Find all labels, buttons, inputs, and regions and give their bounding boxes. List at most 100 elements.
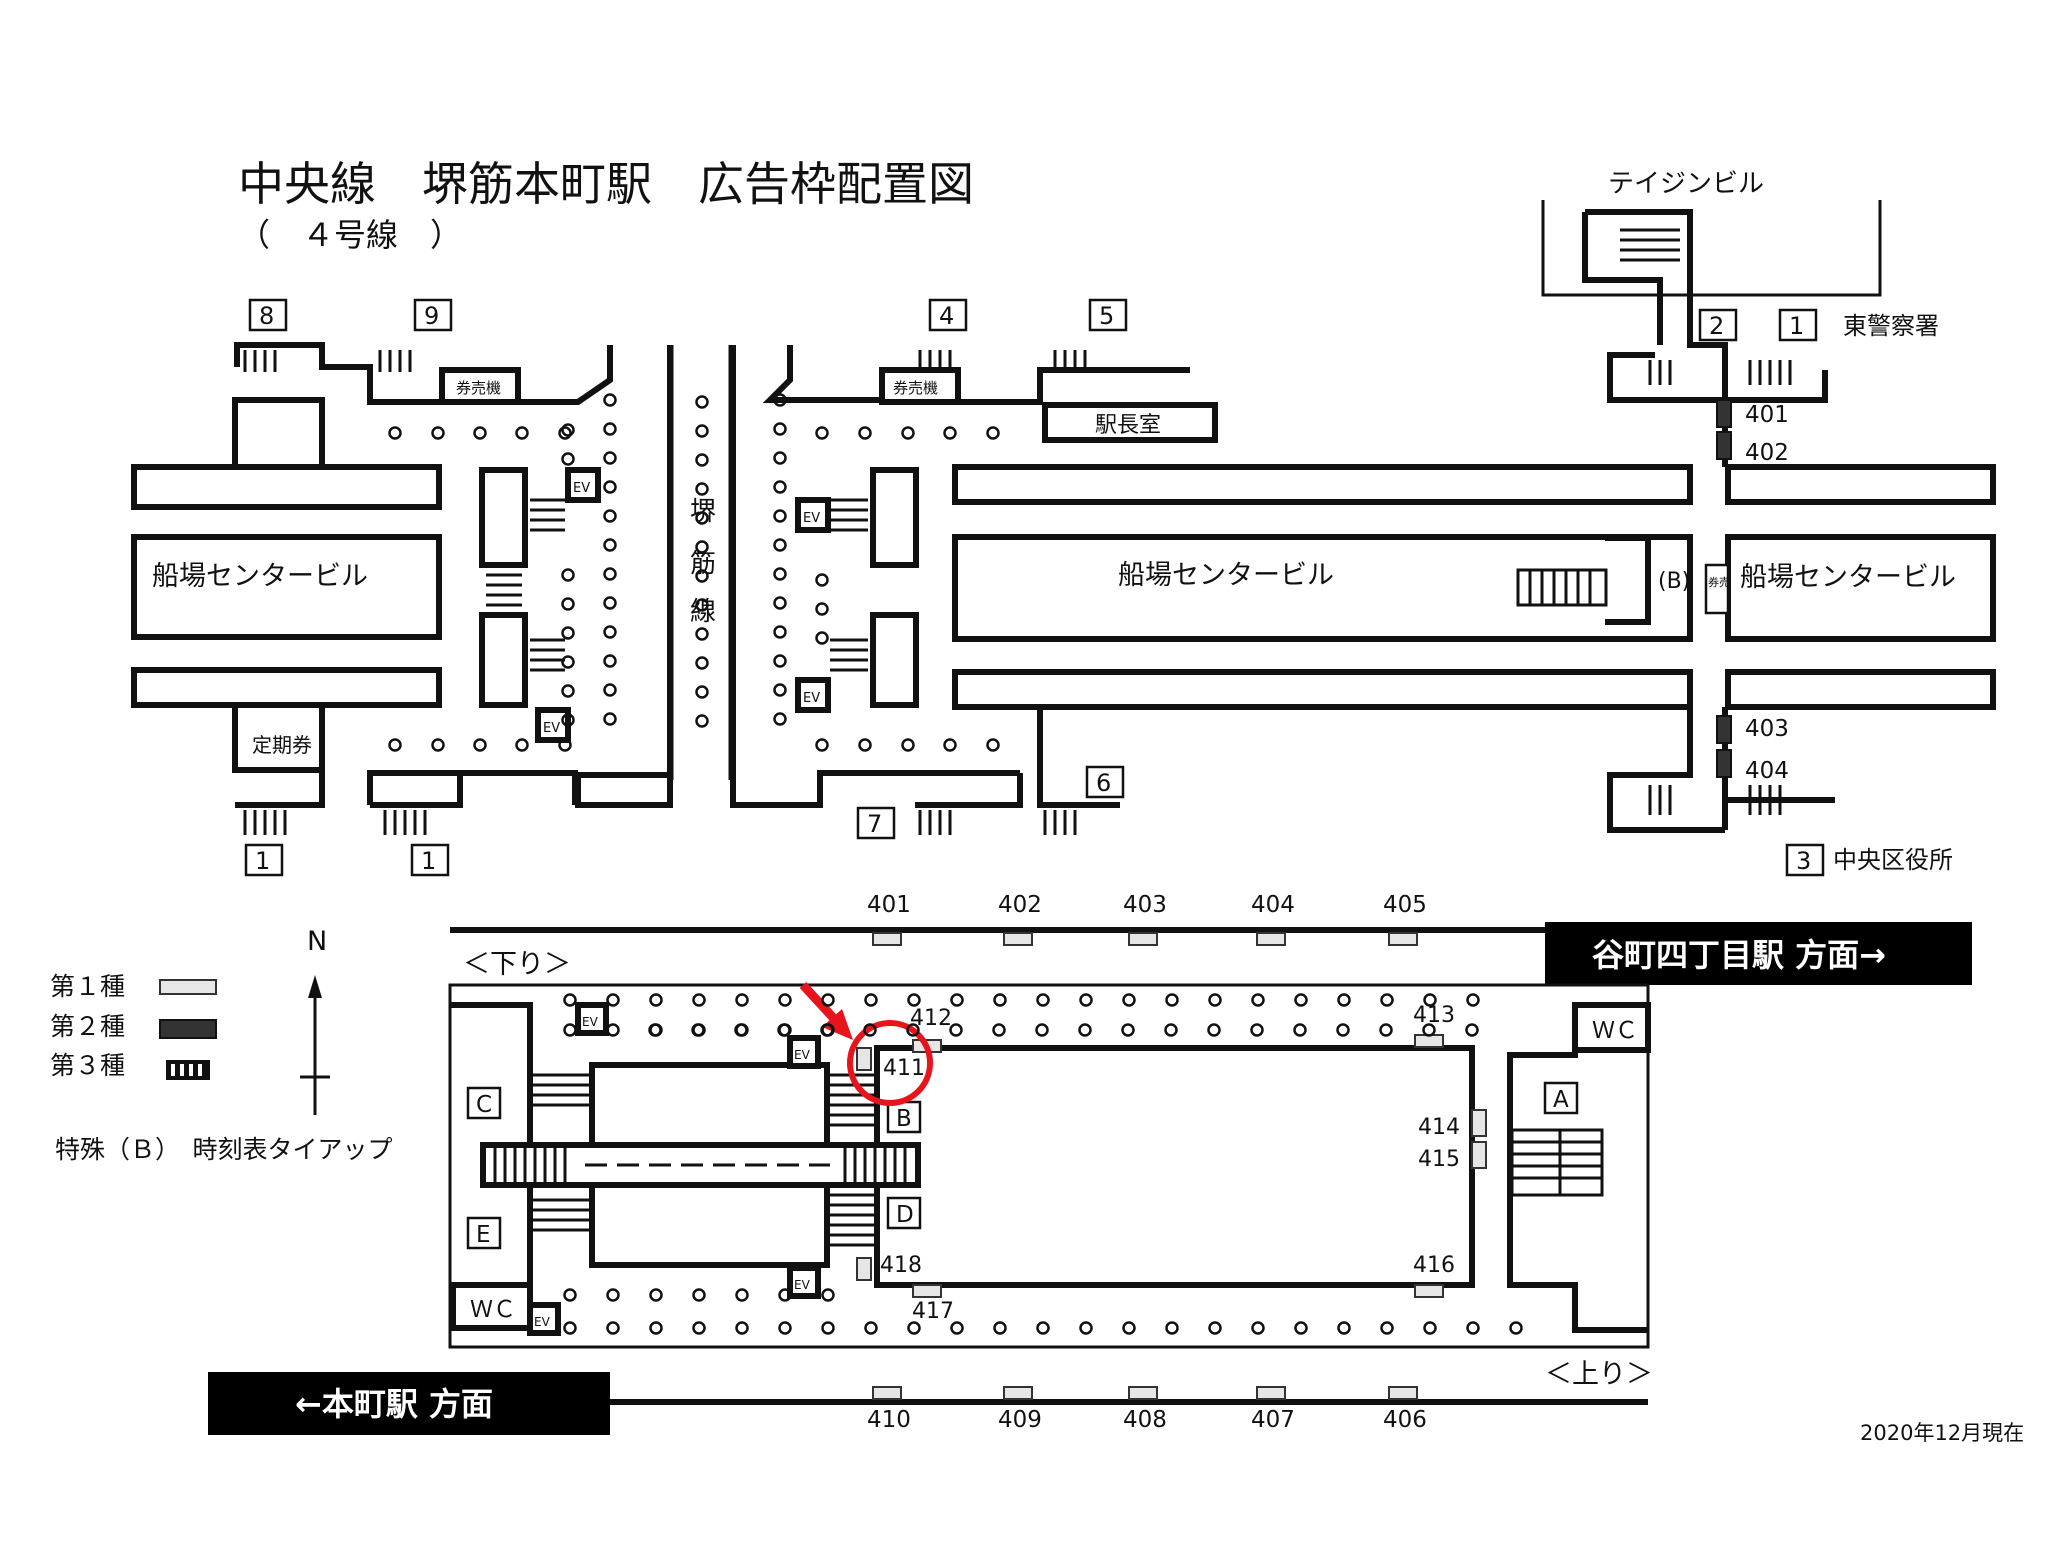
concourse-pillar [388,738,402,752]
track-ad-top-label: 404 [1251,892,1295,918]
street-pillar [695,627,709,641]
concourse-pillar [773,480,787,494]
exit-7-box[interactable] [856,806,896,840]
mid-stair-core-2 [870,612,919,708]
legend-type1-label: 第１種 [50,972,125,1001]
area-a-label: A [1553,1087,1569,1113]
track-ad-top-label: 405 [1383,892,1427,918]
platform-pillar [1337,1321,1351,1335]
platform-pillar [1165,1321,1179,1335]
direction-left-band [208,1372,610,1435]
concourse-pillar [558,738,572,752]
legend-type1-swatch [159,979,217,995]
legend-type3-swatch [166,1060,210,1080]
platform-pillar [821,1321,835,1335]
exit-4-box[interactable] [928,298,968,332]
track-ad-bottom-marker [1256,1386,1286,1400]
exit-8-label: 8 [259,302,274,330]
exit-8-box[interactable] [248,298,288,332]
mid-stair-core-1 [870,467,919,568]
teijin-label: テイジンビル [1608,169,1764,199]
platform-pillar [606,993,620,1007]
area-d-box[interactable] [886,1196,922,1230]
concourse-pillar [561,684,575,698]
concourse-pillar [986,426,1000,440]
concourse-pillar [773,422,787,436]
platform-pillar [735,1321,749,1335]
exit-1-west-b-box[interactable] [410,843,450,877]
direction-right-band [1545,922,1972,985]
exit-5-box[interactable] [1088,298,1128,332]
platform-pillar [735,993,749,1007]
exit-4-label: 4 [939,302,954,330]
platform-pillar [1380,1321,1394,1335]
ev-mid-1 [795,497,831,533]
concourse-pillar [561,713,575,727]
concourse-pillar [986,738,1000,752]
platform-pillar [778,1288,792,1302]
platform-pillar [735,1023,749,1037]
exit-2-box[interactable] [1698,308,1738,342]
track-ad-top-marker [1256,932,1286,946]
exit-1-east-box[interactable] [1778,308,1818,342]
concourse-pillar [773,712,787,726]
platform-pillar [563,1321,577,1335]
concourse-pillar [603,393,617,407]
highlight-circle [847,1020,933,1106]
exit-6-box[interactable] [1085,765,1125,799]
concourse-pillar [473,426,487,440]
wc-left-label: ＷＣ [470,1297,516,1323]
platform-pillar [563,993,577,1007]
track-ad-top-label: 401 [867,892,911,918]
ev-left-1 [565,467,601,503]
platform-pillar [1164,1023,1178,1037]
platform-pillar [1250,1023,1264,1037]
ad-411-marker [856,1047,872,1071]
platform-pillar [1293,1023,1307,1037]
exit-1-west-b-label: 1 [421,847,436,875]
platform-pillar [864,1321,878,1335]
platform-pillar [778,1321,792,1335]
platform-pillar [1466,1321,1480,1335]
street-pillar [695,395,709,409]
concourse-pillar [603,596,617,610]
area-e-box[interactable] [466,1216,502,1250]
street-pillar [695,685,709,699]
exit-3-label: 3 [1796,847,1811,875]
ev-platform-2-label: EV [794,1048,811,1062]
platform-pillar [1337,993,1351,1007]
area-c-box[interactable] [466,1086,502,1120]
platform-pillar [993,993,1007,1007]
ticket-machine-left [439,367,521,405]
platform-pillar [563,1288,577,1302]
concourse-pillar [603,480,617,494]
left-concourse-top-wall [234,342,613,405]
date-label: 2020年12月現在 [1860,1421,2024,1445]
platform-pillar [1122,993,1136,1007]
ev-mid-2 [795,677,831,713]
concourse-pillar [603,683,617,697]
ad-402-label: 402 [1745,440,1789,466]
concourse-pillar [561,568,575,582]
street-pillar [695,598,709,612]
exit-3-box[interactable] [1785,843,1825,877]
platform-pillar [692,1023,706,1037]
concourse-pillar [515,738,529,752]
ticket-machine-left-label: 券売機 [456,379,501,397]
concourse-pillar [431,426,445,440]
legend: 第１種 第２種 第３種 特殊（Ｂ） 時刻表タイアップ N [50,926,393,1164]
ad-415-marker [1471,1141,1487,1169]
up-label: ＜上り＞ [1545,1359,1653,1390]
exit-9-box[interactable] [413,298,453,332]
street-pillar [695,714,709,728]
concourse-pillar [561,423,575,437]
left-stair-core-1 [479,467,528,568]
ad-402-marker [1716,431,1732,460]
exit-1-west-a-box[interactable] [244,843,284,877]
concourse-pillar [388,426,402,440]
ad-418-label: 418 [880,1253,922,1278]
concourse-pillar [901,426,915,440]
concourse-pillar [603,451,617,465]
area-a-box[interactable] [1543,1081,1579,1115]
semba-mid-lower-wall [952,669,1693,710]
